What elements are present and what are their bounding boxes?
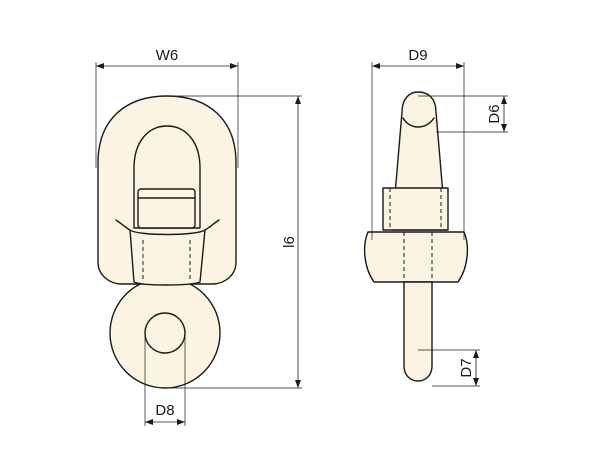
bushing-block bbox=[137, 188, 196, 229]
side-view bbox=[363, 91, 469, 382]
w6-label: W6 bbox=[156, 47, 179, 64]
shank bbox=[403, 281, 433, 382]
dimension-w6: W6 bbox=[95, 47, 239, 168]
collar-block bbox=[382, 187, 449, 231]
dimension-d6: D6 bbox=[418, 95, 508, 133]
d6-label: D6 bbox=[486, 104, 503, 123]
dimension-d9: D9 bbox=[371, 47, 465, 240]
dimension-l6: l6 bbox=[165, 95, 302, 389]
swivel-ring bbox=[109, 277, 221, 389]
d7-label: D7 bbox=[458, 358, 475, 377]
neck bbox=[129, 229, 206, 286]
base-saddle bbox=[363, 231, 469, 283]
front-view bbox=[97, 95, 237, 389]
l6-label: l6 bbox=[281, 236, 298, 248]
d9-label: D9 bbox=[408, 47, 427, 64]
dimension-d8: D8 bbox=[144, 333, 186, 426]
dimension-d7: D7 bbox=[418, 349, 480, 387]
d8-label: D8 bbox=[155, 402, 174, 419]
